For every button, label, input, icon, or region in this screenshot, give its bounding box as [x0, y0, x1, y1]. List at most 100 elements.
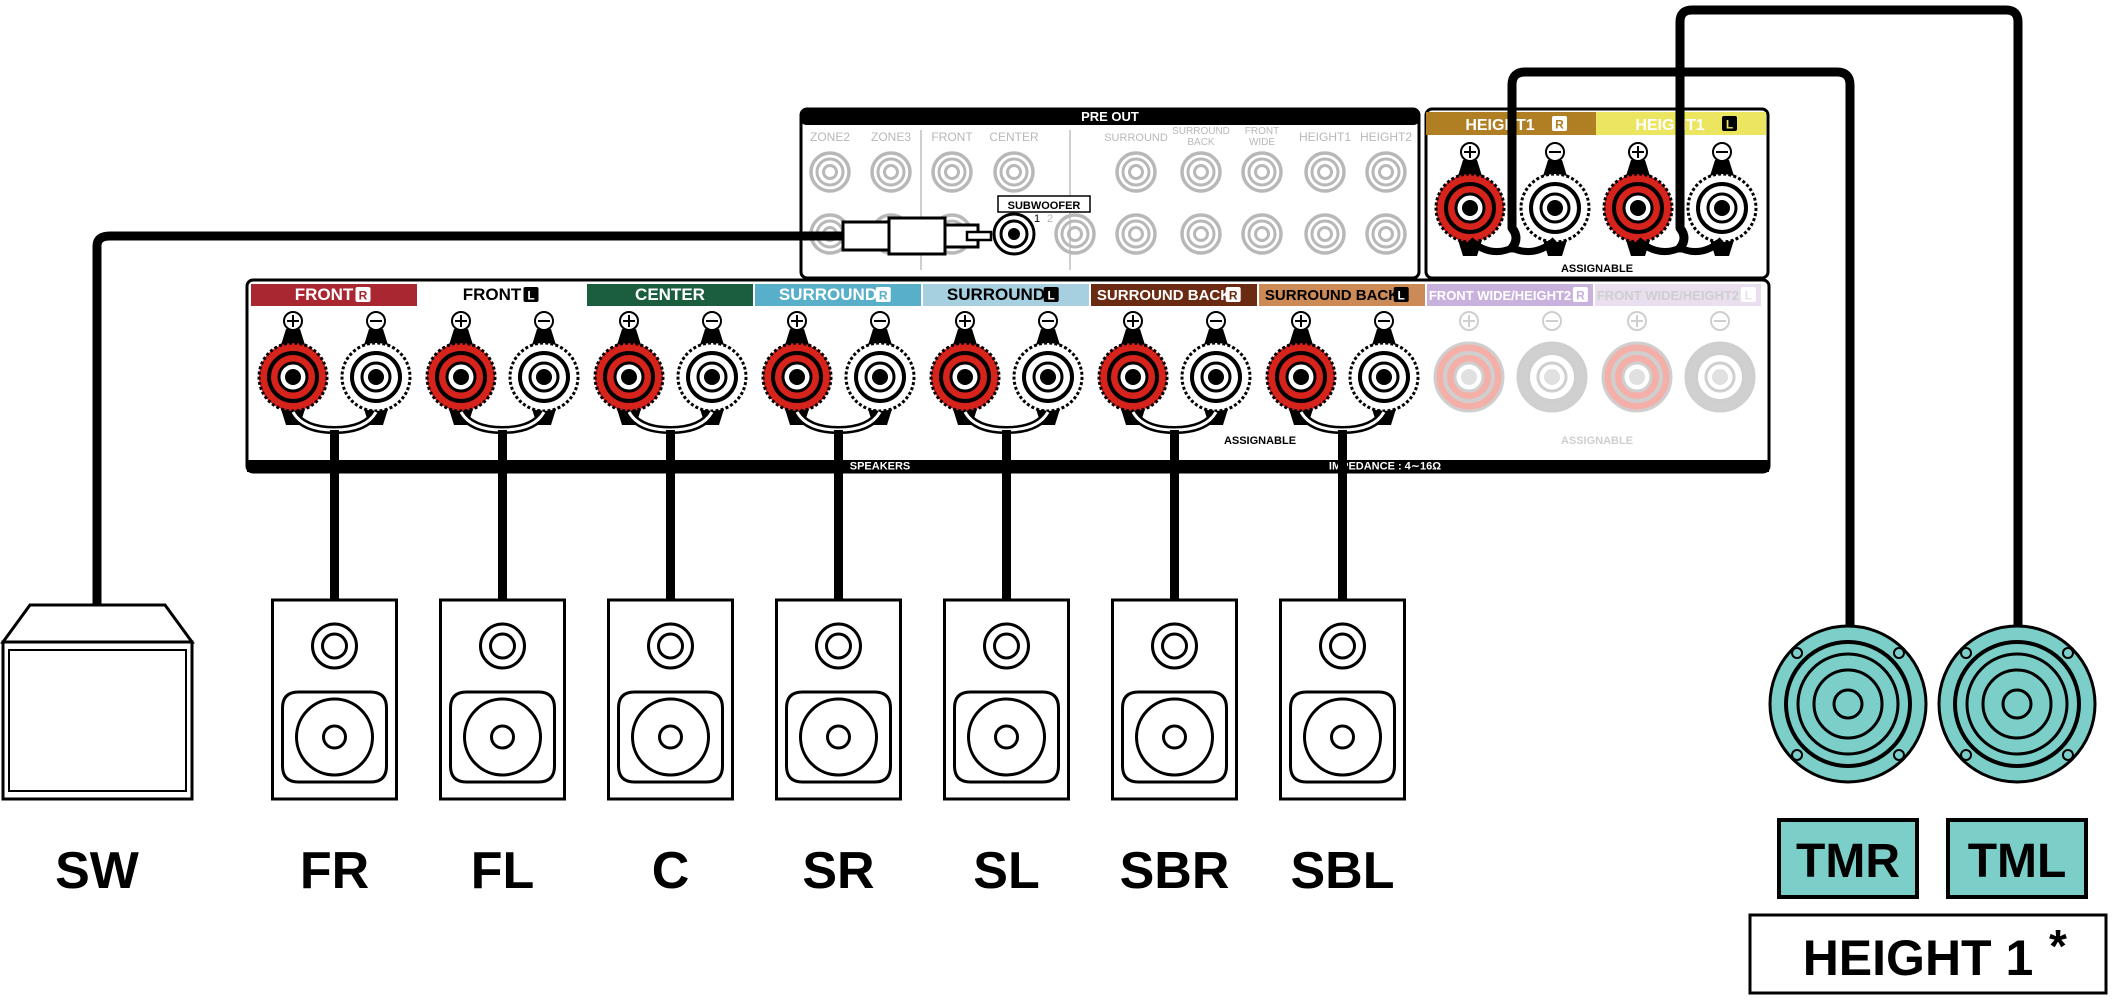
- assignable-label-2: ASSIGNABLE: [1561, 435, 1633, 447]
- plus-symbol-icon: [1123, 311, 1143, 331]
- positive-terminal[interactable]: [1265, 329, 1337, 425]
- plus-symbol-icon: [1627, 311, 1647, 331]
- negative-terminal[interactable]: [844, 329, 916, 425]
- plus-symbol-icon: [619, 311, 639, 331]
- channel-mark: R: [1576, 289, 1585, 303]
- subwoofer-num-2: 2: [1047, 213, 1053, 225]
- minus-symbol-icon: [702, 311, 722, 331]
- label-sw: SW: [55, 842, 140, 900]
- preout-label-front-wide-1: FRONT: [1245, 126, 1279, 137]
- plus-symbol-icon: [1460, 142, 1480, 162]
- tmr-cable: [1507, 67, 1855, 633]
- positive-terminal[interactable]: [425, 329, 497, 425]
- preout-label-zone3: ZONE3: [871, 130, 911, 144]
- group-label-band: [1259, 284, 1425, 306]
- subwoofer-cable: [92, 231, 848, 610]
- group-label: FRONT WIDE/HEIGHT2: [1597, 288, 1739, 303]
- positive-terminal[interactable]: [1097, 329, 1169, 425]
- channel-mark-box: [875, 287, 891, 302]
- height1-r-mark: R: [1555, 118, 1564, 132]
- floor-speaker-label: C: [652, 842, 690, 900]
- minus-symbol-icon: [1545, 142, 1565, 162]
- plus-symbol-icon: [1459, 311, 1479, 331]
- channel-mark: R: [359, 289, 368, 303]
- minus-symbol-icon: [1710, 311, 1730, 331]
- channel-mark: R: [1229, 289, 1238, 303]
- negative-terminal[interactable]: [1684, 341, 1756, 413]
- negative-terminal[interactable]: [1348, 329, 1420, 425]
- plus-symbol-icon: [1628, 142, 1648, 162]
- floor-speaker: [1111, 598, 1238, 801]
- plus-symbol-icon: [283, 311, 303, 331]
- positive-terminal[interactable]: [1433, 341, 1505, 413]
- plus-symbol-icon: [451, 311, 471, 331]
- negative-terminal[interactable]: [1516, 341, 1588, 413]
- impedance-label: IMPEDANCE : 4∼16Ω: [1329, 461, 1441, 473]
- minus-symbol-icon: [1206, 311, 1226, 331]
- group-label: CENTER: [635, 285, 705, 304]
- group-label: FRONT WIDE/HEIGHT2: [1429, 288, 1571, 303]
- height1-caption: HEIGHT 1: [1803, 930, 2034, 986]
- ceiling-speaker: [1937, 624, 2097, 784]
- group-label-band: [587, 284, 753, 306]
- floor-speaker: [775, 598, 902, 801]
- preout-label-zone2: ZONE2: [810, 130, 850, 144]
- channel-mark: L: [1398, 289, 1405, 303]
- group-label: SURROUND: [779, 285, 877, 304]
- height1-footnote-mark: *: [2049, 920, 2067, 972]
- negative-terminal[interactable]: [1686, 160, 1758, 256]
- floor-speaker: [607, 598, 734, 801]
- subwoofer-label: SUBWOOFER: [1008, 200, 1081, 212]
- negative-terminal[interactable]: [340, 329, 412, 425]
- preout-label-front-wide-2: WIDE: [1249, 137, 1275, 148]
- floor-speaker-label: SBR: [1120, 842, 1230, 900]
- channel-mark-box: [1225, 287, 1241, 302]
- channel-mark-box: [1572, 287, 1588, 302]
- height1-caption-box: HEIGHT 1 *: [1748, 913, 2108, 995]
- channel-mark-box: [1740, 287, 1756, 302]
- tml-badge: TML: [1946, 818, 2088, 899]
- ceiling-speakers: [1768, 624, 2097, 784]
- preout-label-center: CENTER: [989, 130, 1039, 144]
- group-label-band: [419, 284, 585, 306]
- positive-terminal[interactable]: [1601, 341, 1673, 413]
- floor-speaker-label: FL: [471, 842, 535, 900]
- subwoofer-jack-1[interactable]: [992, 212, 1036, 256]
- positive-terminal[interactable]: [257, 329, 329, 425]
- preout-label-surround: SURROUND: [1104, 132, 1168, 144]
- channel-mark-box: [355, 287, 371, 302]
- group-label: FRONT: [463, 285, 522, 304]
- height-assignable-label: ASSIGNABLE: [1561, 263, 1633, 275]
- group-label-band: [251, 284, 417, 306]
- positive-terminal[interactable]: [593, 329, 665, 425]
- preout-label-front: FRONT: [931, 130, 973, 144]
- speaker-group: FRONT WIDE/HEIGHT2 R: [1427, 284, 1593, 413]
- positive-terminal[interactable]: [929, 329, 1001, 425]
- height1-l-mark-box: [1722, 116, 1737, 131]
- negative-terminal[interactable]: [508, 329, 580, 425]
- floor-speaker-label: SL: [973, 842, 1039, 900]
- positive-terminal[interactable]: [1602, 160, 1674, 256]
- negative-terminal[interactable]: [1180, 329, 1252, 425]
- positive-terminal[interactable]: [1434, 160, 1506, 256]
- preout-label-surround-back-1: SURROUND: [1172, 126, 1230, 137]
- channel-mark-box: [1393, 287, 1409, 302]
- height-terminal-panel: HEIGHT1 R HEIGHT1 L ASSIGNABLE: [1424, 107, 1770, 280]
- plus-symbol-icon: [787, 311, 807, 331]
- minus-symbol-icon: [1712, 142, 1732, 162]
- group-label: SURROUND BACK: [1265, 287, 1399, 304]
- preout-label-surround-back-2: BACK: [1187, 137, 1215, 148]
- negative-terminal[interactable]: [1012, 329, 1084, 425]
- negative-terminal[interactable]: [676, 329, 748, 425]
- minus-symbol-icon: [534, 311, 554, 331]
- group-label-band: [1091, 284, 1257, 306]
- positive-terminal[interactable]: [761, 329, 833, 425]
- group-label-band: [1427, 284, 1593, 306]
